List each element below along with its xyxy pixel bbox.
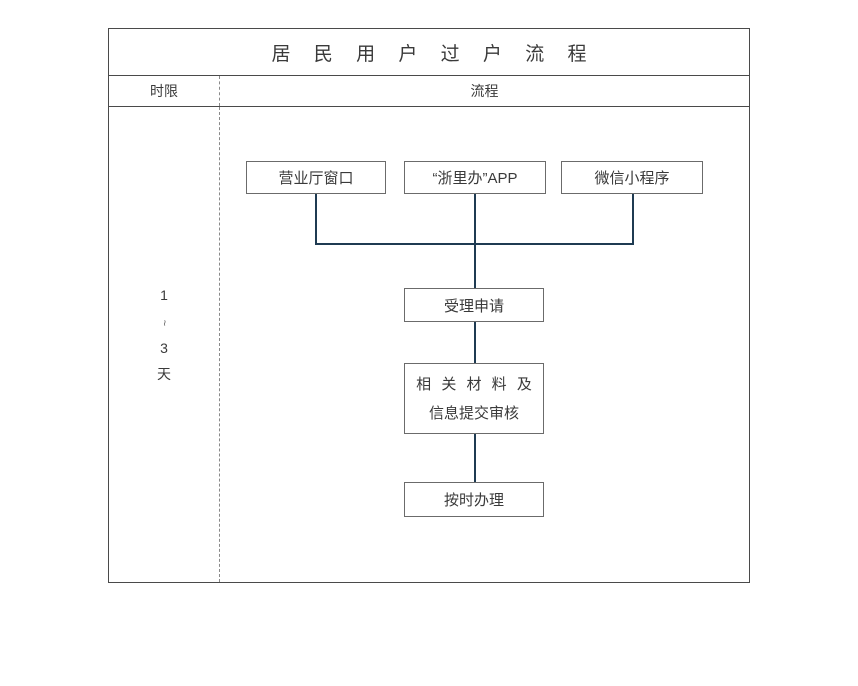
time-limit-column: 1 ~ 3 天 bbox=[109, 107, 219, 582]
connector-wechat-down bbox=[632, 194, 634, 244]
column-header-row: 时限 流程 bbox=[109, 76, 749, 107]
flow-node-material-review-label-line1: 相 关 材 料 及 bbox=[416, 375, 535, 393]
flow-node-zhelipan-app-label: “浙里办”APP bbox=[432, 170, 518, 187]
duration-start: 1 bbox=[160, 287, 168, 303]
duration-end: 3 bbox=[160, 340, 168, 356]
connector-hall-down bbox=[315, 194, 317, 244]
flow-node-on-time-processing[interactable]: 按时办理 bbox=[404, 482, 544, 517]
flow-node-accept-application-label: 受理申请 bbox=[443, 297, 504, 315]
connector-app-down bbox=[474, 194, 476, 244]
process-column: 营业厅窗口 “浙里办”APP 微信小程序 受理申请 相 关 材 料 及 信息提交… bbox=[220, 107, 749, 582]
flow-node-wechat-miniprogram[interactable]: 微信小程序 bbox=[561, 161, 703, 194]
flowchart-table-frame: 居 民 用 户 过 户 流 程 时限 流程 1 ~ 3 天 bbox=[108, 28, 750, 583]
column-header-process: 流程 bbox=[470, 83, 499, 99]
connector-accept-to-review bbox=[474, 322, 476, 363]
flow-node-material-review-label-line2: 信息提交审核 bbox=[428, 404, 519, 422]
column-divider-dashed-body bbox=[219, 107, 220, 582]
duration-range-mark: ~ bbox=[158, 319, 170, 327]
flow-node-hall-window-label: 营业厅窗口 bbox=[278, 170, 354, 187]
column-header-time-limit: 时限 bbox=[150, 83, 178, 99]
page-title: 居 民 用 户 过 户 流 程 bbox=[271, 43, 596, 65]
flow-node-wechat-miniprogram-label: 微信小程序 bbox=[594, 170, 670, 187]
chart-body-row: 1 ~ 3 天 营业厅窗口 “浙里办”APP 微信小程序 bbox=[109, 107, 749, 582]
connector-review-to-process bbox=[474, 434, 476, 482]
flow-node-on-time-processing-label: 按时办理 bbox=[443, 492, 504, 509]
connector-bus-to-accept bbox=[474, 243, 476, 288]
flow-node-hall-window[interactable]: 营业厅窗口 bbox=[246, 161, 386, 194]
flow-node-zhelipan-app[interactable]: “浙里办”APP bbox=[404, 161, 546, 194]
flow-node-accept-application[interactable]: 受理申请 bbox=[404, 288, 544, 322]
column-divider-dashed-header bbox=[219, 76, 220, 106]
duration-unit: 天 bbox=[157, 366, 171, 382]
duration-stack: 1 ~ 3 天 bbox=[109, 282, 219, 387]
chart-title-row: 居 民 用 户 过 户 流 程 bbox=[109, 29, 749, 76]
flow-node-material-review[interactable]: 相 关 材 料 及 信息提交审核 bbox=[404, 363, 544, 434]
